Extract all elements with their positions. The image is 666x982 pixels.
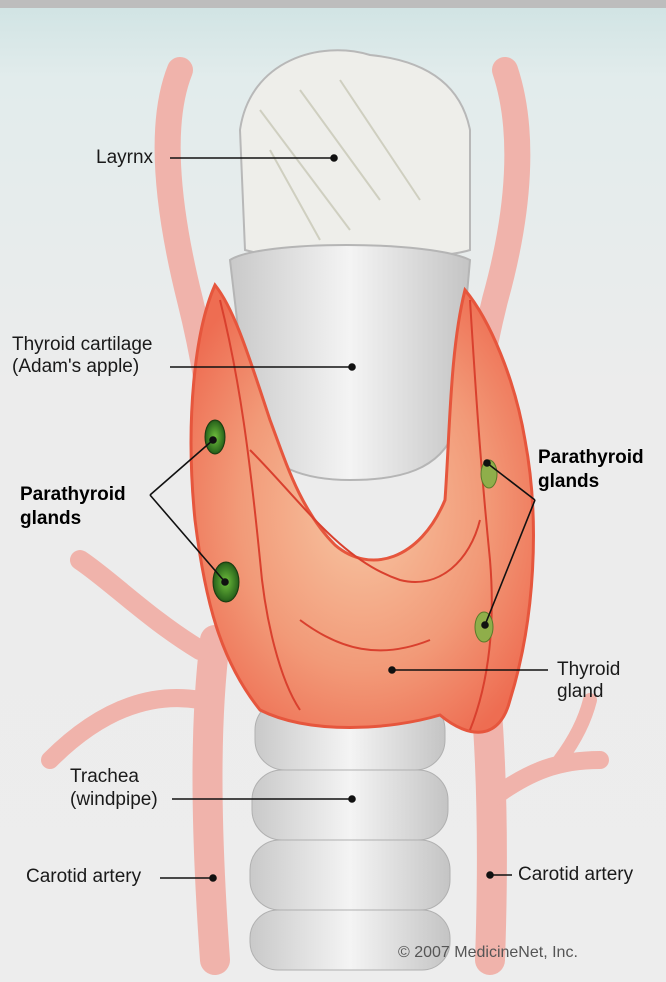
label-thyroid-cartilage: Thyroid cartilage <box>12 333 152 357</box>
label-thyroid-gland: Thyroid <box>557 658 620 682</box>
label-parathyroid-right: Parathyroid <box>538 446 644 470</box>
label-adams-apple: (Adam's apple) <box>12 355 139 379</box>
label-trachea: Trachea <box>70 765 139 789</box>
label-parathyroid-left: Parathyroid <box>20 483 126 507</box>
larynx-shape <box>240 50 470 259</box>
label-carotid-right: Carotid artery <box>518 863 633 887</box>
label-thyroid-gland-2: gland <box>557 680 604 704</box>
label-parathyroid-left-glands: glands <box>20 507 81 531</box>
trachea-shape <box>250 700 450 970</box>
label-carotid-left: Carotid artery <box>26 865 141 889</box>
copyright-notice: © 2007 MedicineNet, Inc. <box>398 944 578 962</box>
label-larynx: Layrnx <box>96 146 153 170</box>
label-windpipe: (windpipe) <box>70 788 158 812</box>
label-parathyroid-right-glands: glands <box>538 470 599 494</box>
